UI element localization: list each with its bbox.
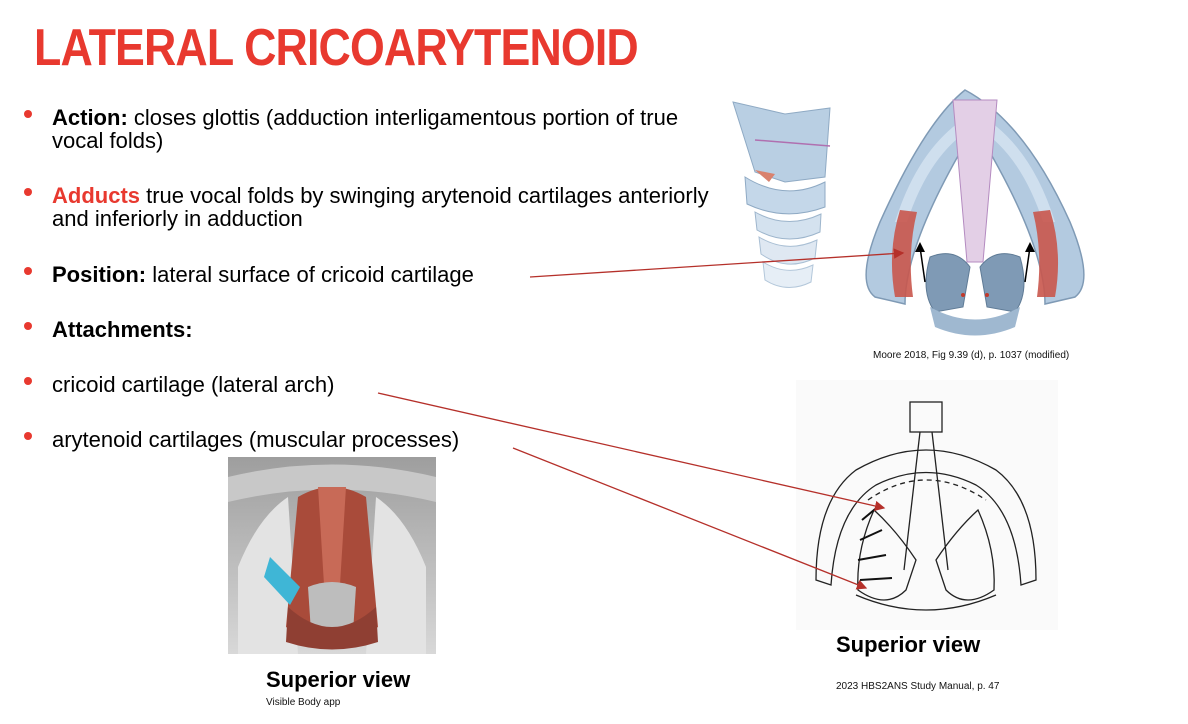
arrow-arytenoid bbox=[512, 447, 868, 590]
larynx-line-drawing bbox=[815, 401, 1037, 611]
adducts-text: true vocal folds by swinging arytenoid c… bbox=[52, 183, 709, 231]
bullet-action: Action: closes glottis (adduction interl… bbox=[24, 106, 712, 152]
moore-larynx-figure bbox=[732, 89, 1085, 336]
attachments-label: Attachments: bbox=[52, 317, 193, 342]
manual-caption: 2023 HBS2ANS Study Manual, p. 47 bbox=[836, 681, 1000, 692]
app-view-label: Superior view bbox=[266, 667, 411, 692]
position-text: lateral surface of cricoid cartilage bbox=[146, 262, 474, 287]
action-text: closes glottis (adduction interligamento… bbox=[52, 105, 679, 153]
bullet-dot bbox=[24, 110, 32, 118]
attach-cricoid-text: cricoid cartilage (lateral arch) bbox=[52, 372, 335, 397]
position-label: Position: bbox=[52, 262, 147, 287]
manual-view-label: Superior view bbox=[836, 632, 981, 657]
arrow-cricoid bbox=[377, 392, 886, 512]
study-manual-figure bbox=[796, 380, 1058, 630]
bullet-dot bbox=[24, 267, 32, 275]
attach-arytenoid-text: arytenoid cartilages (muscular processes… bbox=[52, 427, 460, 452]
app-caption: Visible Body app bbox=[266, 697, 341, 708]
visible-body-figure bbox=[228, 457, 436, 654]
bullet-attach-arytenoid: arytenoid cartilages (muscular processes… bbox=[24, 428, 712, 451]
bullet-dot bbox=[24, 322, 32, 330]
bullet-attach-cricoid: cricoid cartilage (lateral arch) bbox=[24, 373, 712, 396]
arrow-position bbox=[529, 248, 905, 278]
bullet-dot bbox=[24, 377, 32, 385]
vocal-folds-superior-illustration bbox=[865, 89, 1085, 336]
bullet-dot bbox=[24, 188, 32, 196]
bullet-position: Position: lateral surface of cricoid car… bbox=[24, 263, 712, 286]
adducts-label: Adducts bbox=[52, 183, 140, 208]
action-label: Action: bbox=[52, 105, 128, 130]
bullet-attachments: Attachments: bbox=[24, 318, 712, 341]
bullet-dot bbox=[24, 432, 32, 440]
larynx-side-illustration bbox=[732, 101, 831, 288]
slide-title: LATERAL CRICOARYTENOID bbox=[34, 19, 639, 77]
moore-caption: Moore 2018, Fig 9.39 (d), p. 1037 (modif… bbox=[873, 350, 1070, 361]
bullet-adducts: Adducts true vocal folds by swinging ary… bbox=[24, 184, 712, 230]
